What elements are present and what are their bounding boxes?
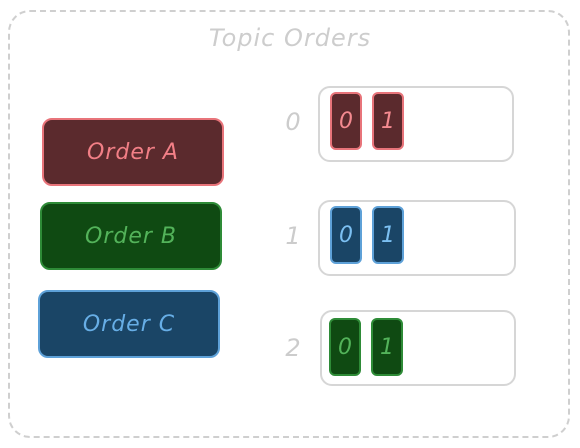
partition-2-label: 2 xyxy=(285,334,301,362)
order-c-box: Order C xyxy=(38,290,220,358)
topic-title: Topic Orders xyxy=(208,24,372,52)
partition-2-message-1: 1 xyxy=(371,318,403,376)
partition-1-message-1: 1 xyxy=(372,206,404,264)
partition-0-message-1: 1 xyxy=(372,92,404,150)
partition-2-message-0: 0 xyxy=(329,318,361,376)
partition-1-label: 1 xyxy=(285,222,301,250)
topic-frame xyxy=(8,10,570,438)
partition-0-message-0: 0 xyxy=(330,92,362,150)
order-c-label: Order C xyxy=(82,311,176,337)
order-a-label: Order A xyxy=(87,139,179,165)
partition-1-message-0: 0 xyxy=(330,206,362,264)
order-b-label: Order B xyxy=(85,223,177,249)
partition-0-label: 0 xyxy=(285,108,301,136)
order-b-box: Order B xyxy=(40,202,222,270)
order-a-box: Order A xyxy=(42,118,224,186)
